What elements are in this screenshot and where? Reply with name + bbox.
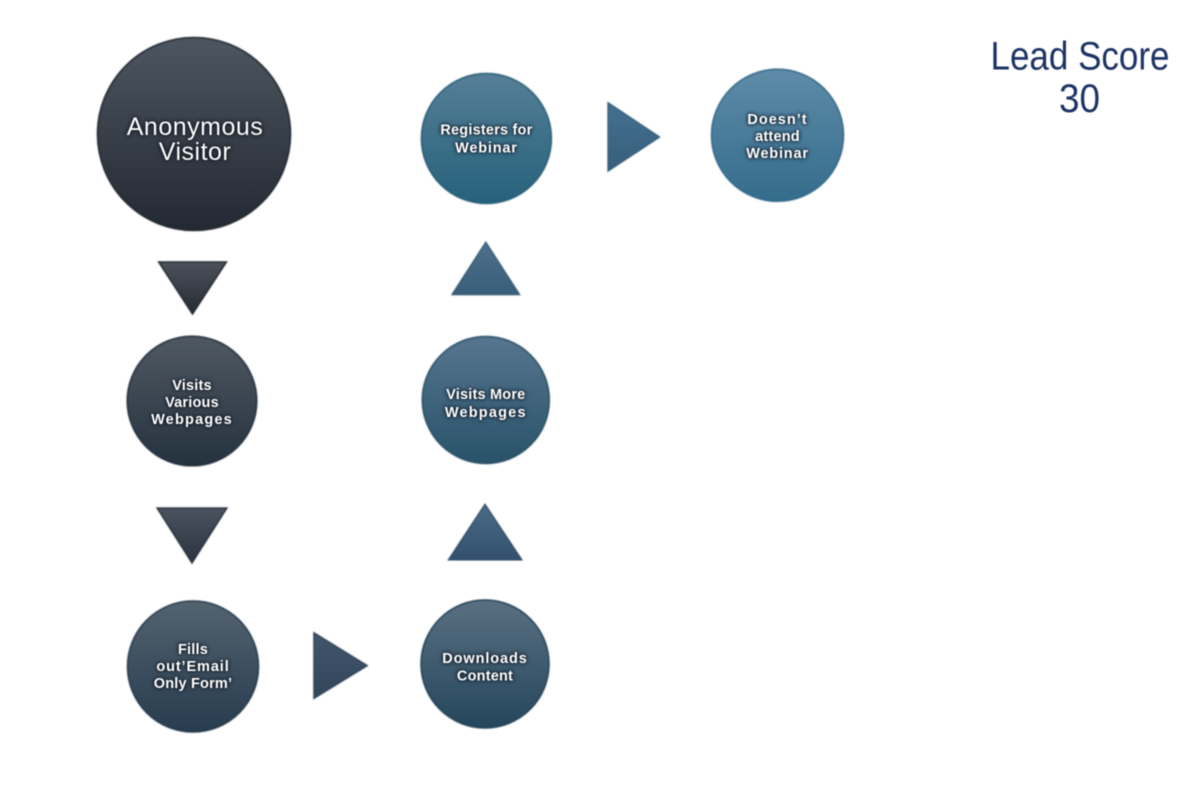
- svg-text:Anonymous: Anonymous: [127, 113, 264, 141]
- svg-text:Registers for: Registers for: [440, 122, 532, 138]
- svg-text:Content: Content: [457, 669, 513, 685]
- svg-text:Visits: Visits: [172, 378, 212, 394]
- svg-text:Visits More: Visits More: [446, 387, 525, 403]
- svg-text:Fills: Fills: [178, 642, 208, 658]
- svg-text:Webinar: Webinar: [746, 146, 809, 162]
- svg-text:attend: attend: [755, 129, 800, 145]
- svg-text:out’Email: out’Email: [156, 659, 229, 675]
- svg-text:Visitor: Visitor: [159, 138, 232, 166]
- svg-text:Only Form’: Only Form’: [154, 676, 233, 692]
- svg-text:30: 30: [1059, 77, 1100, 121]
- svg-text:Lead Score: Lead Score: [991, 35, 1170, 79]
- svg-text:Downloads: Downloads: [442, 651, 527, 667]
- svg-text:Various: Various: [165, 395, 219, 411]
- svg-text:Webinar: Webinar: [455, 141, 518, 157]
- svg-text:Doesn’t: Doesn’t: [747, 112, 807, 128]
- svg-text:Webpages: Webpages: [445, 405, 527, 421]
- svg-text:Webpages: Webpages: [151, 412, 233, 428]
